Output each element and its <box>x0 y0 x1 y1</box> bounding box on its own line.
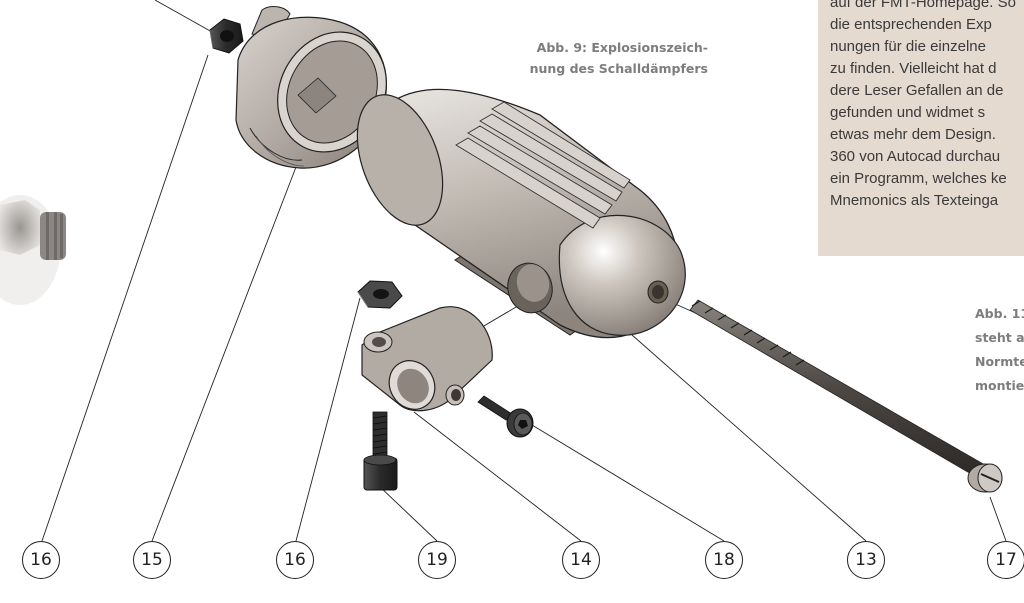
sidebar-line: ein Programm, welches ke <box>830 170 1007 187</box>
end-cap <box>235 6 387 169</box>
callout-19-screw: 19 <box>418 541 456 579</box>
caption11-line: Normte <box>975 354 1024 369</box>
caption-line-2: nung des Schalldämpfers <box>529 61 708 76</box>
caption11-line: steht a <box>975 330 1024 345</box>
callout-17-bolt: 17 <box>987 541 1024 579</box>
clamp-part <box>361 306 493 412</box>
sidebar-line: Mnemonics als Texteinga <box>830 192 999 209</box>
caption11-line: montie <box>975 378 1024 393</box>
figure-caption-9: Abb. 9: Explosionszeich- nung des Schall… <box>470 37 708 79</box>
sidebar-line: dere Leser Gefallen an de <box>830 82 1004 99</box>
caption11-line: Abb. 11 <box>975 306 1024 321</box>
callout-16-nut-lower: 16 <box>276 541 314 579</box>
callout-14-clamp: 14 <box>562 541 600 579</box>
sidebar-line: gefunden und widmet s <box>830 104 986 121</box>
sidebar-line: die entsprechenden Exp <box>830 16 992 33</box>
callout-13-body: 13 <box>847 541 885 579</box>
silencer-body <box>356 88 686 339</box>
blurred-part-left <box>0 195 66 305</box>
hex-nut-top <box>209 18 244 54</box>
leader-lines <box>41 0 1007 542</box>
vertical-screw <box>363 411 398 491</box>
sidebar-text-box: auf der FMT-Homepage. So die entsprechen… <box>818 0 1024 256</box>
hex-nut-lower <box>357 280 403 309</box>
sidebar-line: zu finden. Vielleicht hat d <box>830 60 997 77</box>
sidebar-line: auf der FMT-Homepage. So <box>830 0 1016 11</box>
callout-18-small-screw: 18 <box>705 541 743 579</box>
sidebar-line: 360 von Autocad durchau <box>830 148 1001 165</box>
sidebar-line: etwas mehr dem Design. <box>830 126 996 143</box>
caption-line-1: Abb. 9: Explosionszeich- <box>536 40 708 55</box>
long-bolt <box>689 299 1003 493</box>
figure-caption-11: Abb. 11 steht a Normte montie <box>975 302 1024 398</box>
callout-15-end-cap: 15 <box>133 541 171 579</box>
sidebar-line: nungen für die einzelne <box>830 38 986 55</box>
small-screw <box>477 395 534 438</box>
callout-16-nut-top: 16 <box>22 541 60 579</box>
